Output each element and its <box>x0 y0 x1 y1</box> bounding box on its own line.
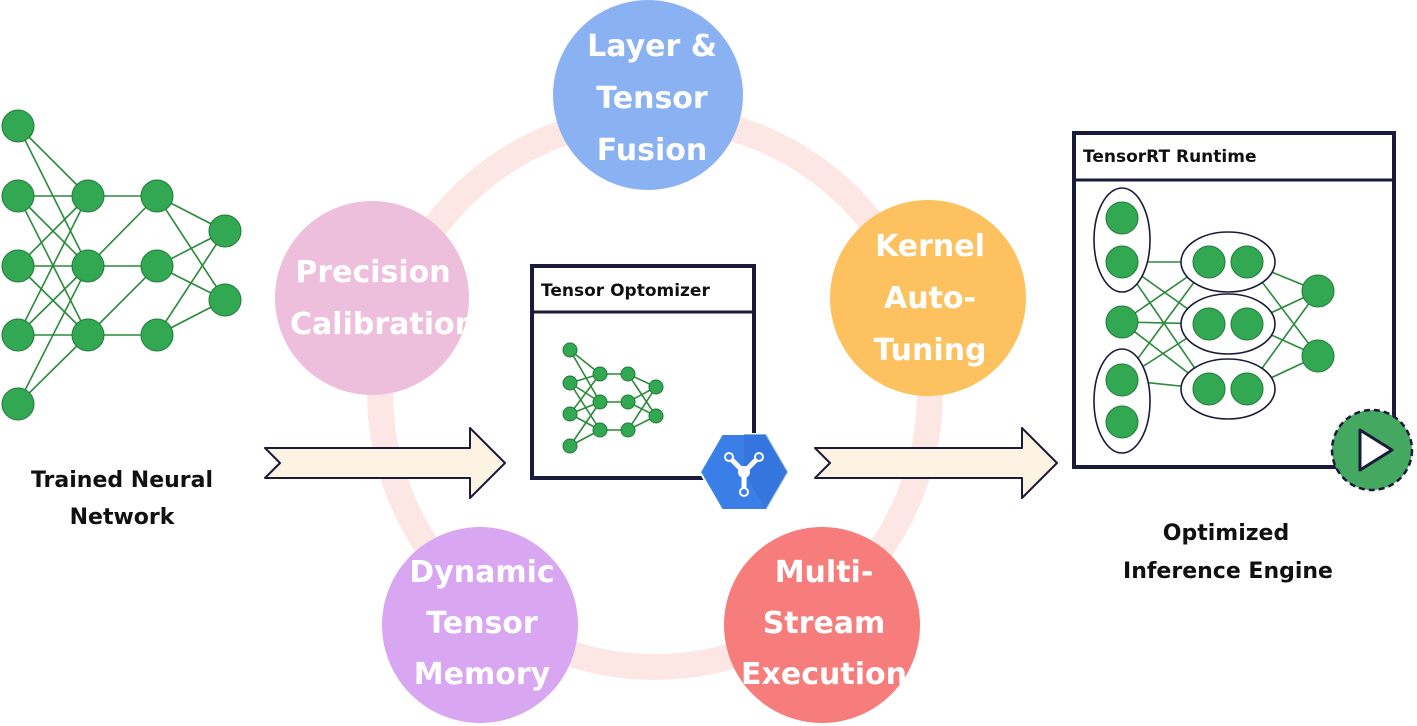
mini-network-node <box>592 422 608 438</box>
network-edge <box>156 230 226 336</box>
multi-stream-label-1: Multi- <box>775 555 874 590</box>
kernel-tuning-circle <box>830 200 1026 396</box>
runtime-node <box>1105 305 1139 339</box>
output-arrow <box>814 427 1058 499</box>
runtime-node <box>1192 245 1226 279</box>
layer-fusion-circle <box>553 0 743 190</box>
output-caption-line2: Inference Engine <box>1123 559 1333 584</box>
optimization-layer-fusion: Layer & Tensor Fusion <box>553 0 743 190</box>
trained-network-graphic <box>1 109 242 421</box>
mini-network-node <box>562 342 578 358</box>
multi-stream-label-2: Stream <box>763 606 886 641</box>
multi-stream-label-3: Execution <box>741 657 907 692</box>
layer-fusion-label-2: Tensor <box>596 81 708 116</box>
optimizer-box: Tensor Optomizer <box>530 264 790 511</box>
network-node <box>1 179 35 213</box>
dynamic-memory-label-3: Memory <box>414 657 551 692</box>
mini-network-node <box>592 394 608 410</box>
runtime-node <box>1230 245 1264 279</box>
optimizer-box-title: Tensor Optomizer <box>541 281 710 301</box>
dynamic-memory-label-2: Tensor <box>426 606 538 641</box>
optimization-precision-calibration: Precision Calibration <box>275 201 476 395</box>
runtime-node <box>1105 245 1139 279</box>
mini-network-edge <box>569 373 601 415</box>
network-node <box>140 249 174 283</box>
play-icon <box>1330 408 1414 492</box>
layer-fusion-label-1: Layer & <box>587 29 717 64</box>
network-node <box>140 179 174 213</box>
input-arrow <box>264 427 506 499</box>
mini-network-edge <box>569 401 601 447</box>
network-node <box>1 387 35 421</box>
runtime-box-title: TensorRT Runtime <box>1083 147 1257 167</box>
input-caption-line2: Network <box>70 505 176 530</box>
mini-network-node <box>620 394 636 410</box>
kernel-tuning-label-1: Kernel <box>875 229 985 264</box>
dynamic-memory-label-1: Dynamic <box>409 555 554 590</box>
mini-network-node <box>620 366 636 382</box>
optimization-kernel-tuning: Kernel Auto- Tuning <box>830 200 1026 396</box>
optimizer-network-graphic <box>562 342 664 454</box>
runtime-node <box>1105 363 1139 397</box>
network-node <box>208 283 242 317</box>
runtime-node <box>1301 274 1335 308</box>
mini-network-node <box>592 366 608 382</box>
optimization-dynamic-memory: Dynamic Tensor Memory <box>382 527 578 723</box>
runtime-node <box>1105 405 1139 439</box>
mini-network-edge <box>569 349 601 403</box>
precision-calibration-label-2: Calibration <box>290 307 476 342</box>
multi-stream-circle <box>724 527 920 723</box>
mini-network-node <box>620 422 636 438</box>
network-edge <box>17 265 89 405</box>
mini-network-edge <box>569 382 601 431</box>
runtime-network-graphic <box>1093 187 1335 454</box>
precision-calibration-label-1: Precision <box>295 255 450 290</box>
mini-network-node <box>562 406 578 422</box>
runtime-node <box>1230 307 1264 341</box>
network-node <box>1 249 35 283</box>
mini-network-node <box>562 438 578 454</box>
kernel-tuning-label-2: Auto- <box>884 281 976 316</box>
runtime-node <box>1230 372 1264 406</box>
mini-network-edge <box>627 386 657 431</box>
mini-network-node <box>648 408 664 424</box>
precision-calibration-circle <box>275 201 469 395</box>
layer-fusion-label-3: Fusion <box>597 133 707 168</box>
runtime-node <box>1192 307 1226 341</box>
network-node <box>71 318 105 352</box>
kernel-tuning-label-3: Tuning <box>874 333 987 368</box>
optimization-multi-stream: Multi- Stream Execution <box>724 527 920 723</box>
runtime-box: TensorRT Runtime <box>1072 131 1414 492</box>
input-caption-line1: Trained Neural <box>31 468 213 493</box>
runtime-node <box>1192 372 1226 406</box>
mini-network-node <box>562 375 578 391</box>
network-edge <box>17 195 89 336</box>
network-node <box>140 318 174 352</box>
output-caption-line1: Optimized <box>1163 521 1289 546</box>
runtime-node <box>1105 201 1139 235</box>
runtime-node <box>1301 339 1335 373</box>
network-node <box>1 109 35 143</box>
network-node <box>1 318 35 352</box>
wrench-network-icon <box>698 433 790 511</box>
network-node <box>208 214 242 248</box>
network-node <box>71 249 105 283</box>
dynamic-memory-circle <box>382 527 578 723</box>
network-node <box>71 179 105 213</box>
mini-network-node <box>648 379 664 395</box>
